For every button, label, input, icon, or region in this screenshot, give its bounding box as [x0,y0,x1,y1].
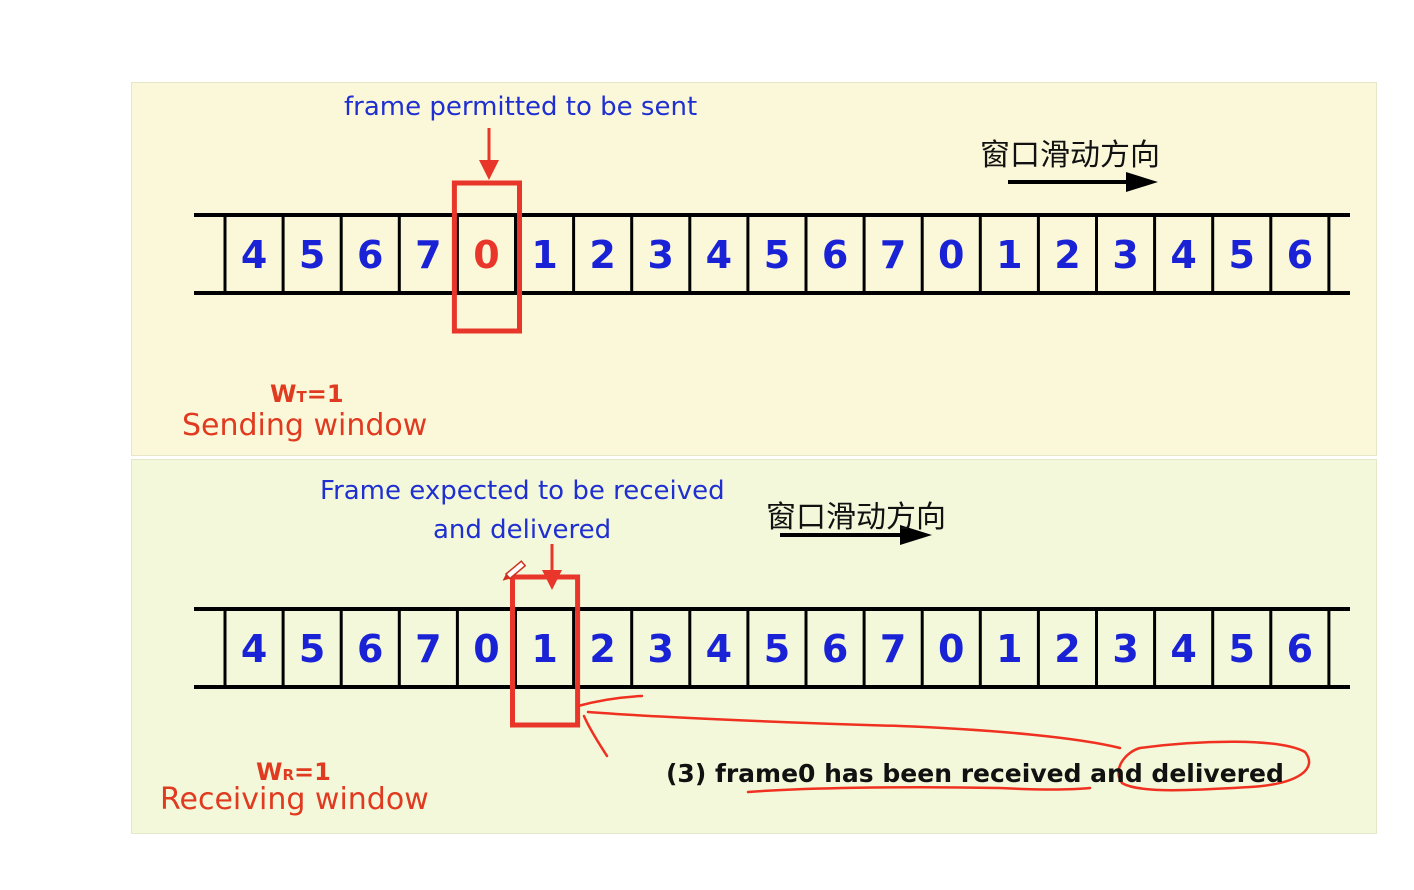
sequence-number: 5 [299,627,325,671]
sequence-number: 7 [880,627,906,671]
sequence-number: 2 [589,627,615,671]
sequence-number: 4 [1170,233,1196,277]
sequence-number: 1 [996,233,1022,277]
sending-window-size: WT=1 [270,380,344,408]
window-size-symbol: W [270,380,297,408]
receiving-caption-line1: Frame expected to be received [320,476,725,506]
window-highlight-box [451,180,522,334]
sequence-number: 7 [415,233,441,277]
receiving-window-panel [131,459,1377,834]
sequence-number: 2 [589,233,615,277]
sequence-number: 6 [357,627,383,671]
receiving-caption-line2: and delivered [433,515,612,545]
sequence-number: 0 [938,233,964,277]
sequence-number: 4 [241,233,267,277]
sequence-number: 5 [764,233,790,277]
sequence-number: 1 [531,233,557,277]
sending-direction-arrow [1008,172,1158,192]
sequence-number: 1 [996,627,1022,671]
sending-direction-label: 窗口滑动方向 [980,138,1160,173]
sequence-number: 4 [1170,627,1196,671]
receiving-window-size: WR=1 [256,758,331,786]
sequence-number: 0 [473,233,499,277]
sequence-number: 5 [299,233,325,277]
handwritten-annotation [576,694,1311,794]
sequence-number: 2 [1054,233,1080,277]
window-size-subscript: R [282,766,295,784]
sequence-number: 4 [706,627,732,671]
sequence-number: 6 [822,627,848,671]
sequence-number: 0 [938,627,964,671]
sending-pointer-arrow [479,128,499,180]
sequence-number: 3 [648,627,674,671]
receiving-direction-arrow [780,525,932,545]
sequence-number: 6 [822,233,848,277]
sending-window-title: Sending window [182,408,428,443]
receiving-direction-label: 窗口滑动方向 [766,500,946,535]
sending-window-panel [131,82,1377,456]
sequence-number: 7 [880,233,906,277]
receiving-note: (3) frame0 has been received and deliver… [666,759,1284,788]
pen-cursor-icon [502,560,527,581]
sequence-number: 4 [241,627,267,671]
receiving-pointer-arrow [542,544,562,590]
window-size-symbol: W [256,758,283,786]
sequence-number: 2 [1054,627,1080,671]
window-size-value: =1 [306,380,344,408]
sequence-number: 0 [473,627,499,671]
window-size-subscript: T [296,388,307,406]
sequence-number: 4 [706,233,732,277]
sequence-number: 3 [1112,627,1138,671]
sequence-number: 6 [1287,627,1313,671]
sequence-number: 3 [648,233,674,277]
sequence-number: 1 [531,627,557,671]
sequence-number: 3 [1112,233,1138,277]
sending-caption: frame permitted to be sent [344,92,698,122]
receiving-window-title: Receiving window [160,782,429,817]
sequence-number: 6 [357,233,383,277]
sequence-number: 7 [415,627,441,671]
window-size-value: =1 [294,758,331,786]
sequence-number: 5 [764,627,790,671]
sequence-number: 5 [1229,627,1255,671]
sequence-number: 6 [1287,233,1313,277]
window-highlight-box [510,574,581,728]
sequence-number: 5 [1229,233,1255,277]
